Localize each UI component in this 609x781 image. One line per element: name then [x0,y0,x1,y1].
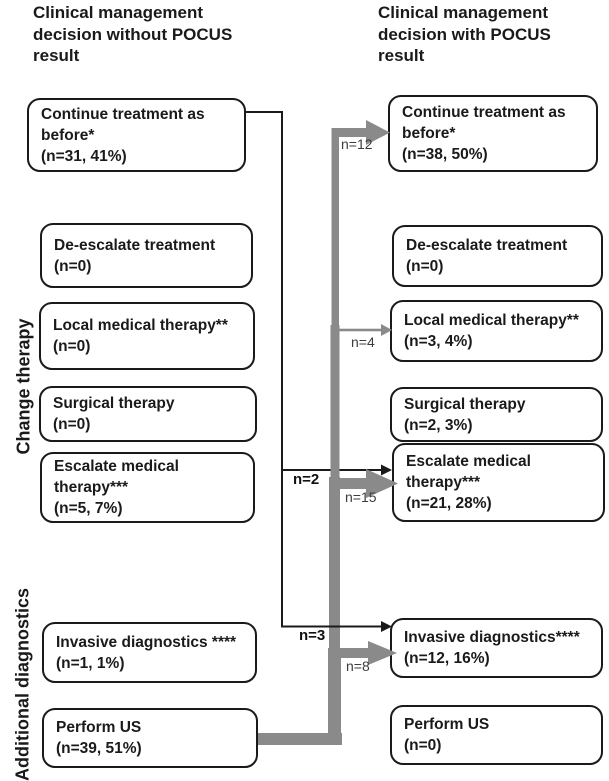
group-label-additional-diagnostics: Additional diagnostics [12,588,33,781]
box-left-invasive-diagnostics: Invasive diagnostics **** (n=1, 1%) [42,622,257,683]
box-text: Escalate medical therapy*** (n=5, 7%) [54,458,179,517]
box-text: De-escalate treatment (n=0) [406,237,568,275]
box-left-escalate-medical-therapy: Escalate medical therapy*** (n=5, 7%) [40,452,255,523]
flow-label-n3: n=3 [299,627,326,644]
box-text: Local medical therapy** (n=3, 4%) [404,312,579,350]
box-right-surgical-therapy: Surgical therapy (n=2, 3%) [390,387,603,442]
box-right-invasive-diagnostics: Invasive diagnostics**** (n=12, 16%) [390,618,603,678]
box-text: Continue treatment as before* (n=38, 50%… [402,104,566,163]
flow-label-n15: n=15 [345,489,377,505]
box-right-local-medical-therapy: Local medical therapy** (n=3, 4%) [390,300,603,362]
box-text: Surgical therapy (n=0) [53,395,175,433]
header-without-pocus: Clinical management decision without POC… [33,3,233,65]
group-label-change-therapy: Change therapy [13,318,34,455]
box-left-local-medical-therapy: Local medical therapy** (n=0) [39,302,255,370]
flow-label-n2: n=2 [293,471,320,488]
box-text: Local medical therapy** (n=0) [53,317,228,355]
box-text: Perform US (n=39, 51%) [56,719,142,757]
box-text: Continue treatment as before* (n=31, 41%… [41,105,205,165]
box-left-surgical-therapy: Surgical therapy (n=0) [39,386,257,442]
box-left-perform-us: Perform US (n=39, 51%) [42,708,258,768]
connector-perform-us-trunk [258,128,342,745]
box-text: Invasive diagnostics **** (n=1, 1%) [56,633,237,672]
box-text: Surgical therapy (n=2, 3%) [404,395,526,434]
box-right-escalate-medical-therapy: Escalate medical therapy*** (n=21, 28%) [392,443,605,522]
flow-label-n4: n=4 [351,334,375,350]
box-right-continue-before: Continue treatment as before* (n=38, 50%… [388,95,598,172]
box-left-de-escalate: De-escalate treatment (n=0) [40,223,253,288]
box-text: Escalate medical therapy*** (n=21, 28%) [406,453,531,512]
flow-label-n8: n=8 [346,658,370,674]
box-text: Perform US (n=0) [404,716,490,754]
box-text: De-escalate treatment (n=0) [54,236,216,275]
box-text: Invasive diagnostics**** (n=12, 16%) [404,629,580,667]
box-left-continue-before: Continue treatment as before* (n=31, 41%… [27,98,246,172]
box-right-de-escalate: De-escalate treatment (n=0) [392,225,603,287]
box-right-perform-us: Perform US (n=0) [390,705,603,765]
arrow-continue-to-invasive [246,111,392,632]
flow-label-n12: n=12 [341,136,373,152]
header-with-pocus: Clinical management decision with POCUS … [378,3,551,65]
